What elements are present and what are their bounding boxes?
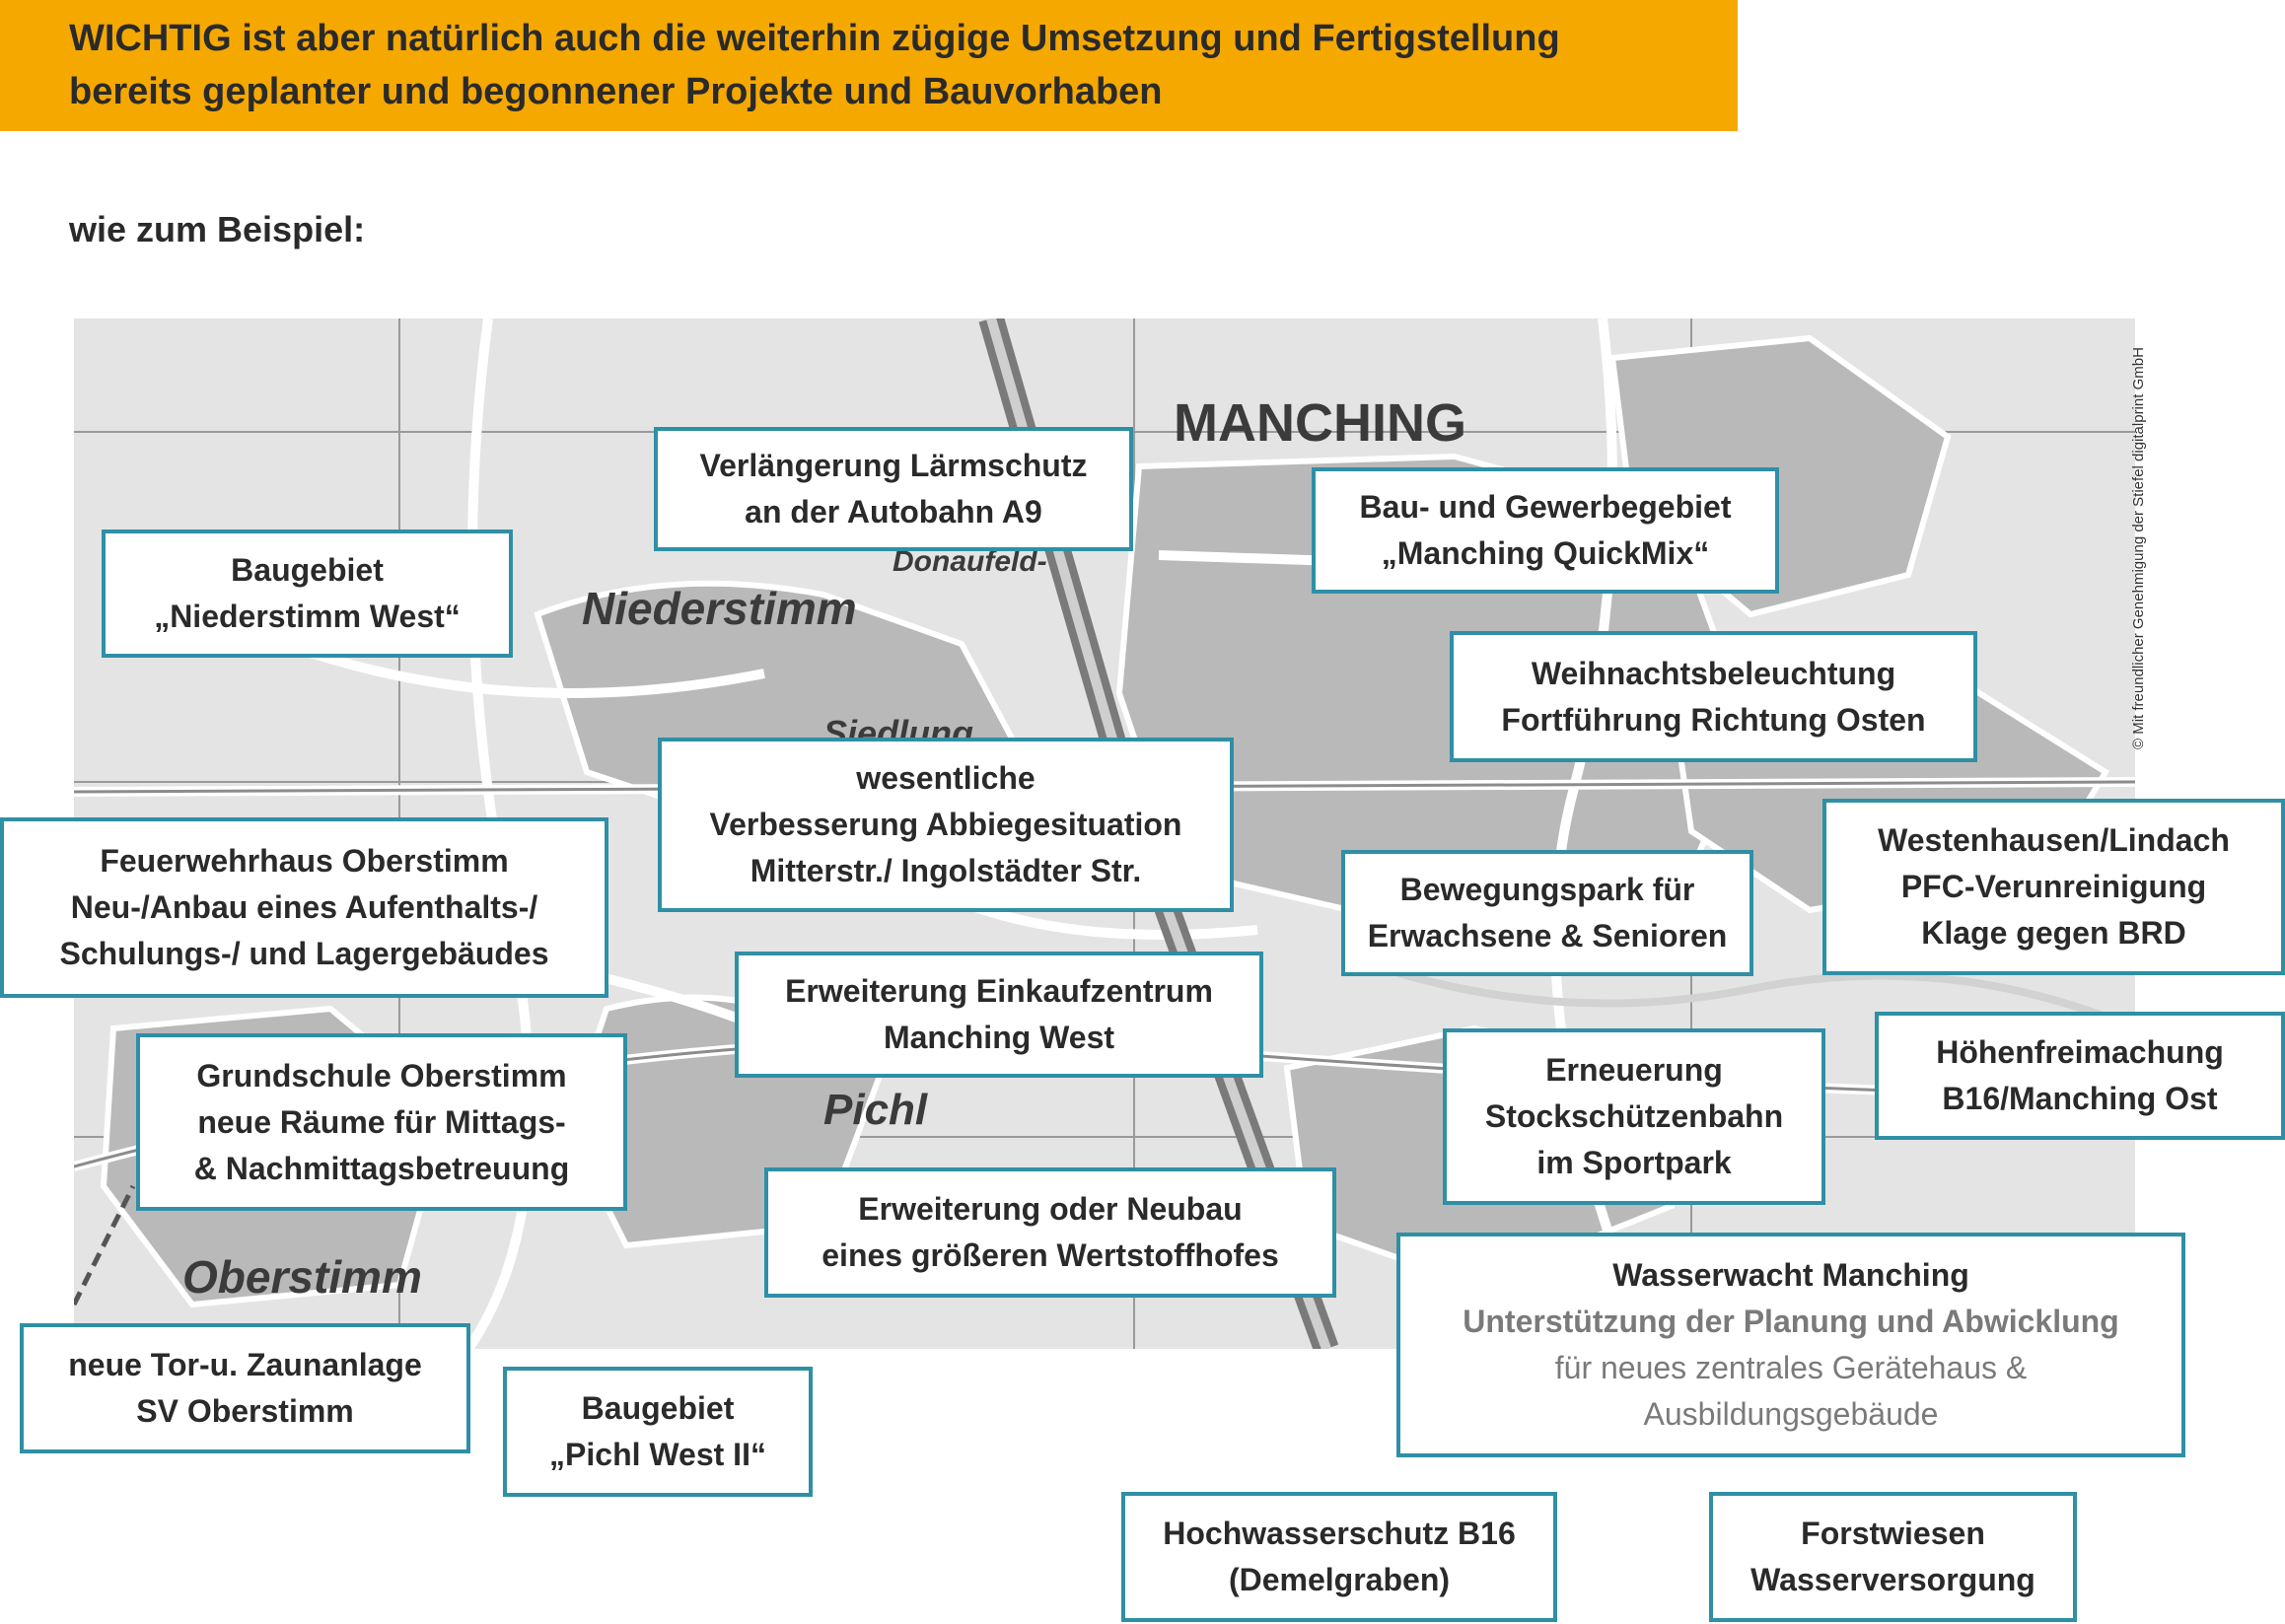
callout-line: Bewegungspark für [1399, 872, 1695, 907]
callout-wertstoffhof: Erweiterung oder Neubau eines größeren W… [764, 1167, 1336, 1298]
callout-line: eines größeren Wertstoffhofes [821, 1237, 1279, 1273]
subtitle: wie zum Beispiel: [69, 209, 366, 249]
callout-laermschutz: Verlängerung Lärmschutz an der Autobahn … [654, 427, 1133, 551]
callout-line: Bau- und Gewerbegebiet [1359, 489, 1732, 525]
callout-line: PFC-Verunreinigung [1900, 869, 2207, 904]
callout-line: „Manching QuickMix“ [1381, 535, 1710, 571]
callout-line: Erneuerung [1545, 1052, 1723, 1088]
map-label-manching: MANCHING [1174, 393, 1466, 453]
map-label-niederstimm: Niederstimm [582, 583, 857, 634]
callout-abbiegesituation: wesentliche Verbesserung Abbiegesituatio… [658, 738, 1234, 912]
callout-line: Erweiterung Einkaufzentrum [785, 973, 1213, 1009]
header-banner: WICHTIG ist aber natürlich auch die weit… [0, 0, 1738, 131]
callout-line: Verlängerung Lärmschutz [699, 448, 1088, 483]
map-label-oberstimm: Oberstimm [182, 1251, 422, 1303]
callout-line: Unterstützung der Planung und Abwicklung [1463, 1304, 2119, 1339]
callout-forstwiesen: Forstwiesen Wasserversorgung [1709, 1492, 2077, 1622]
callout-einkaufszentrum: Erweiterung Einkaufzentrum Manching West [735, 952, 1263, 1078]
callout-line: Forstwiesen [1801, 1516, 1985, 1551]
callout-line: Wasserwacht Manching [1612, 1257, 1969, 1293]
callout-niederstimm-west: Baugebiet „Niederstimm West“ [102, 530, 513, 658]
callout-stockschuetzen: Erneuerung Stockschützenbahn im Sportpar… [1443, 1028, 1825, 1205]
callout-line: Feuerwehrhaus Oberstimm [100, 843, 509, 879]
callout-line: Schulungs-/ und Lagergebäudes [59, 936, 549, 971]
callout-line: SV Oberstimm [136, 1393, 354, 1429]
callout-line: an der Autobahn A9 [745, 494, 1042, 530]
header-line-1: WICHTIG ist aber natürlich auch die weit… [69, 18, 1560, 59]
callout-line: Erwachsene & Senioren [1367, 918, 1728, 953]
callout-line: neue Tor-u. Zaunanlage [68, 1347, 422, 1382]
callout-pichl-west: Baugebiet „Pichl West II“ [503, 1367, 813, 1497]
callout-line: Erweiterung oder Neubau [858, 1191, 1243, 1227]
callout-line: Weihnachtsbeleuchtung [1531, 655, 1896, 691]
callout-line: Neu-/Anbau eines Aufenthalts-/ [70, 889, 538, 925]
callout-quickmix: Bau- und Gewerbegebiet „Manching QuickMi… [1312, 467, 1779, 594]
callout-line: & Nachmittagsbetreuung [193, 1150, 570, 1186]
callout-westenhausen: Westenhausen/Lindach PFC-Verunreinigung … [1822, 799, 2285, 975]
map-copyright: © Mit freundlicher Genehmigung der Stief… [2130, 347, 2147, 749]
callout-line: Westenhausen/Lindach [1878, 822, 2230, 858]
callout-line: (Demelgraben) [1228, 1562, 1451, 1597]
callout-line: Baugebiet [231, 552, 384, 588]
callout-line: Mitterstr./ Ingolstädter Str. [750, 853, 1142, 888]
callout-hoehenfreimachung: Höhenfreimachung B16/Manching Ost [1875, 1012, 2285, 1140]
callout-line: Wasserversorgung [1750, 1562, 2035, 1597]
callout-line: Ausbildungsgebäude [1643, 1396, 1939, 1432]
callout-line: Grundschule Oberstimm [196, 1057, 567, 1094]
callout-feuerwehrhaus: Feuerwehrhaus Oberstimm Neu-/Anbau eines… [0, 817, 608, 998]
callout-wasserwacht: Wasserwacht Manching Unterstützung der P… [1396, 1233, 2185, 1457]
callout-line: Baugebiet [581, 1390, 735, 1426]
callout-line: neue Räume für Mittags- [197, 1103, 566, 1140]
callout-grundschule: Grundschule Oberstimm neue Räume für Mit… [136, 1033, 627, 1211]
callout-line: Manching West [883, 1020, 1115, 1055]
callout-line: Verbesserung Abbiegesituation [709, 807, 1182, 842]
callout-line: Höhenfreimachung [1936, 1034, 2224, 1070]
header-line-2: bereits geplanter und begonnener Projekt… [69, 71, 1163, 112]
callout-line: Stockschützenbahn [1484, 1098, 1784, 1134]
callout-zaunanlage: neue Tor-u. Zaunanlage SV Oberstimm [20, 1323, 470, 1453]
callout-line: „Niederstimm West“ [154, 599, 461, 634]
callout-line: im Sportpark [1536, 1145, 1732, 1180]
callout-line: Fortführung Richtung Osten [1501, 701, 1926, 738]
callout-bewegungspark: Bewegungspark für Erwachsene & Senioren [1341, 850, 1753, 976]
callout-line: „Pichl West II“ [549, 1437, 766, 1472]
callout-line: Hochwasserschutz B16 [1163, 1516, 1516, 1551]
callout-hochwasserschutz: Hochwasserschutz B16 (Demelgraben) [1121, 1492, 1557, 1622]
callout-line: B16/Manching Ost [1942, 1081, 2218, 1116]
callout-line: Klage gegen BRD [1921, 915, 2186, 951]
callout-weihnachtsbeleuchtung: Weihnachtsbeleuchtung Fortführung Richtu… [1450, 631, 1977, 762]
callout-line: für neues zentrales Gerätehaus & [1554, 1350, 2028, 1385]
map-label-pichl: Pichl [823, 1086, 928, 1134]
callout-line: wesentliche [856, 760, 1035, 796]
